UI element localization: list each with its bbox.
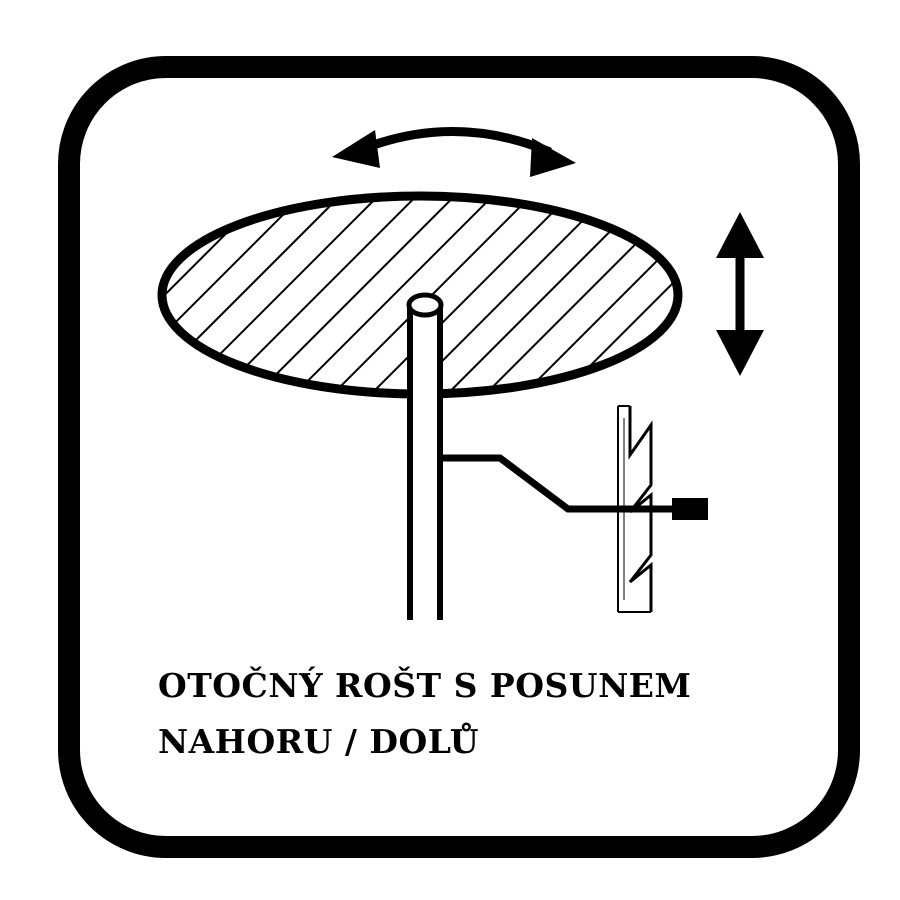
caption-line-2: NAHORU / DOLŮ	[158, 722, 479, 761]
shaft	[406, 292, 444, 625]
adjustment-arm	[443, 454, 708, 520]
ratchet-rack-icon	[617, 405, 653, 613]
vertical-double-arrow-icon	[716, 212, 764, 376]
pictogram-caption: OTOČNÝ ROŠT S POSUNEM NAHORU / DOLŮ	[158, 658, 798, 770]
caption-line-1: OTOČNÝ ROŠT S POSUNEM	[158, 666, 692, 705]
curved-double-arrow-icon	[332, 127, 576, 177]
